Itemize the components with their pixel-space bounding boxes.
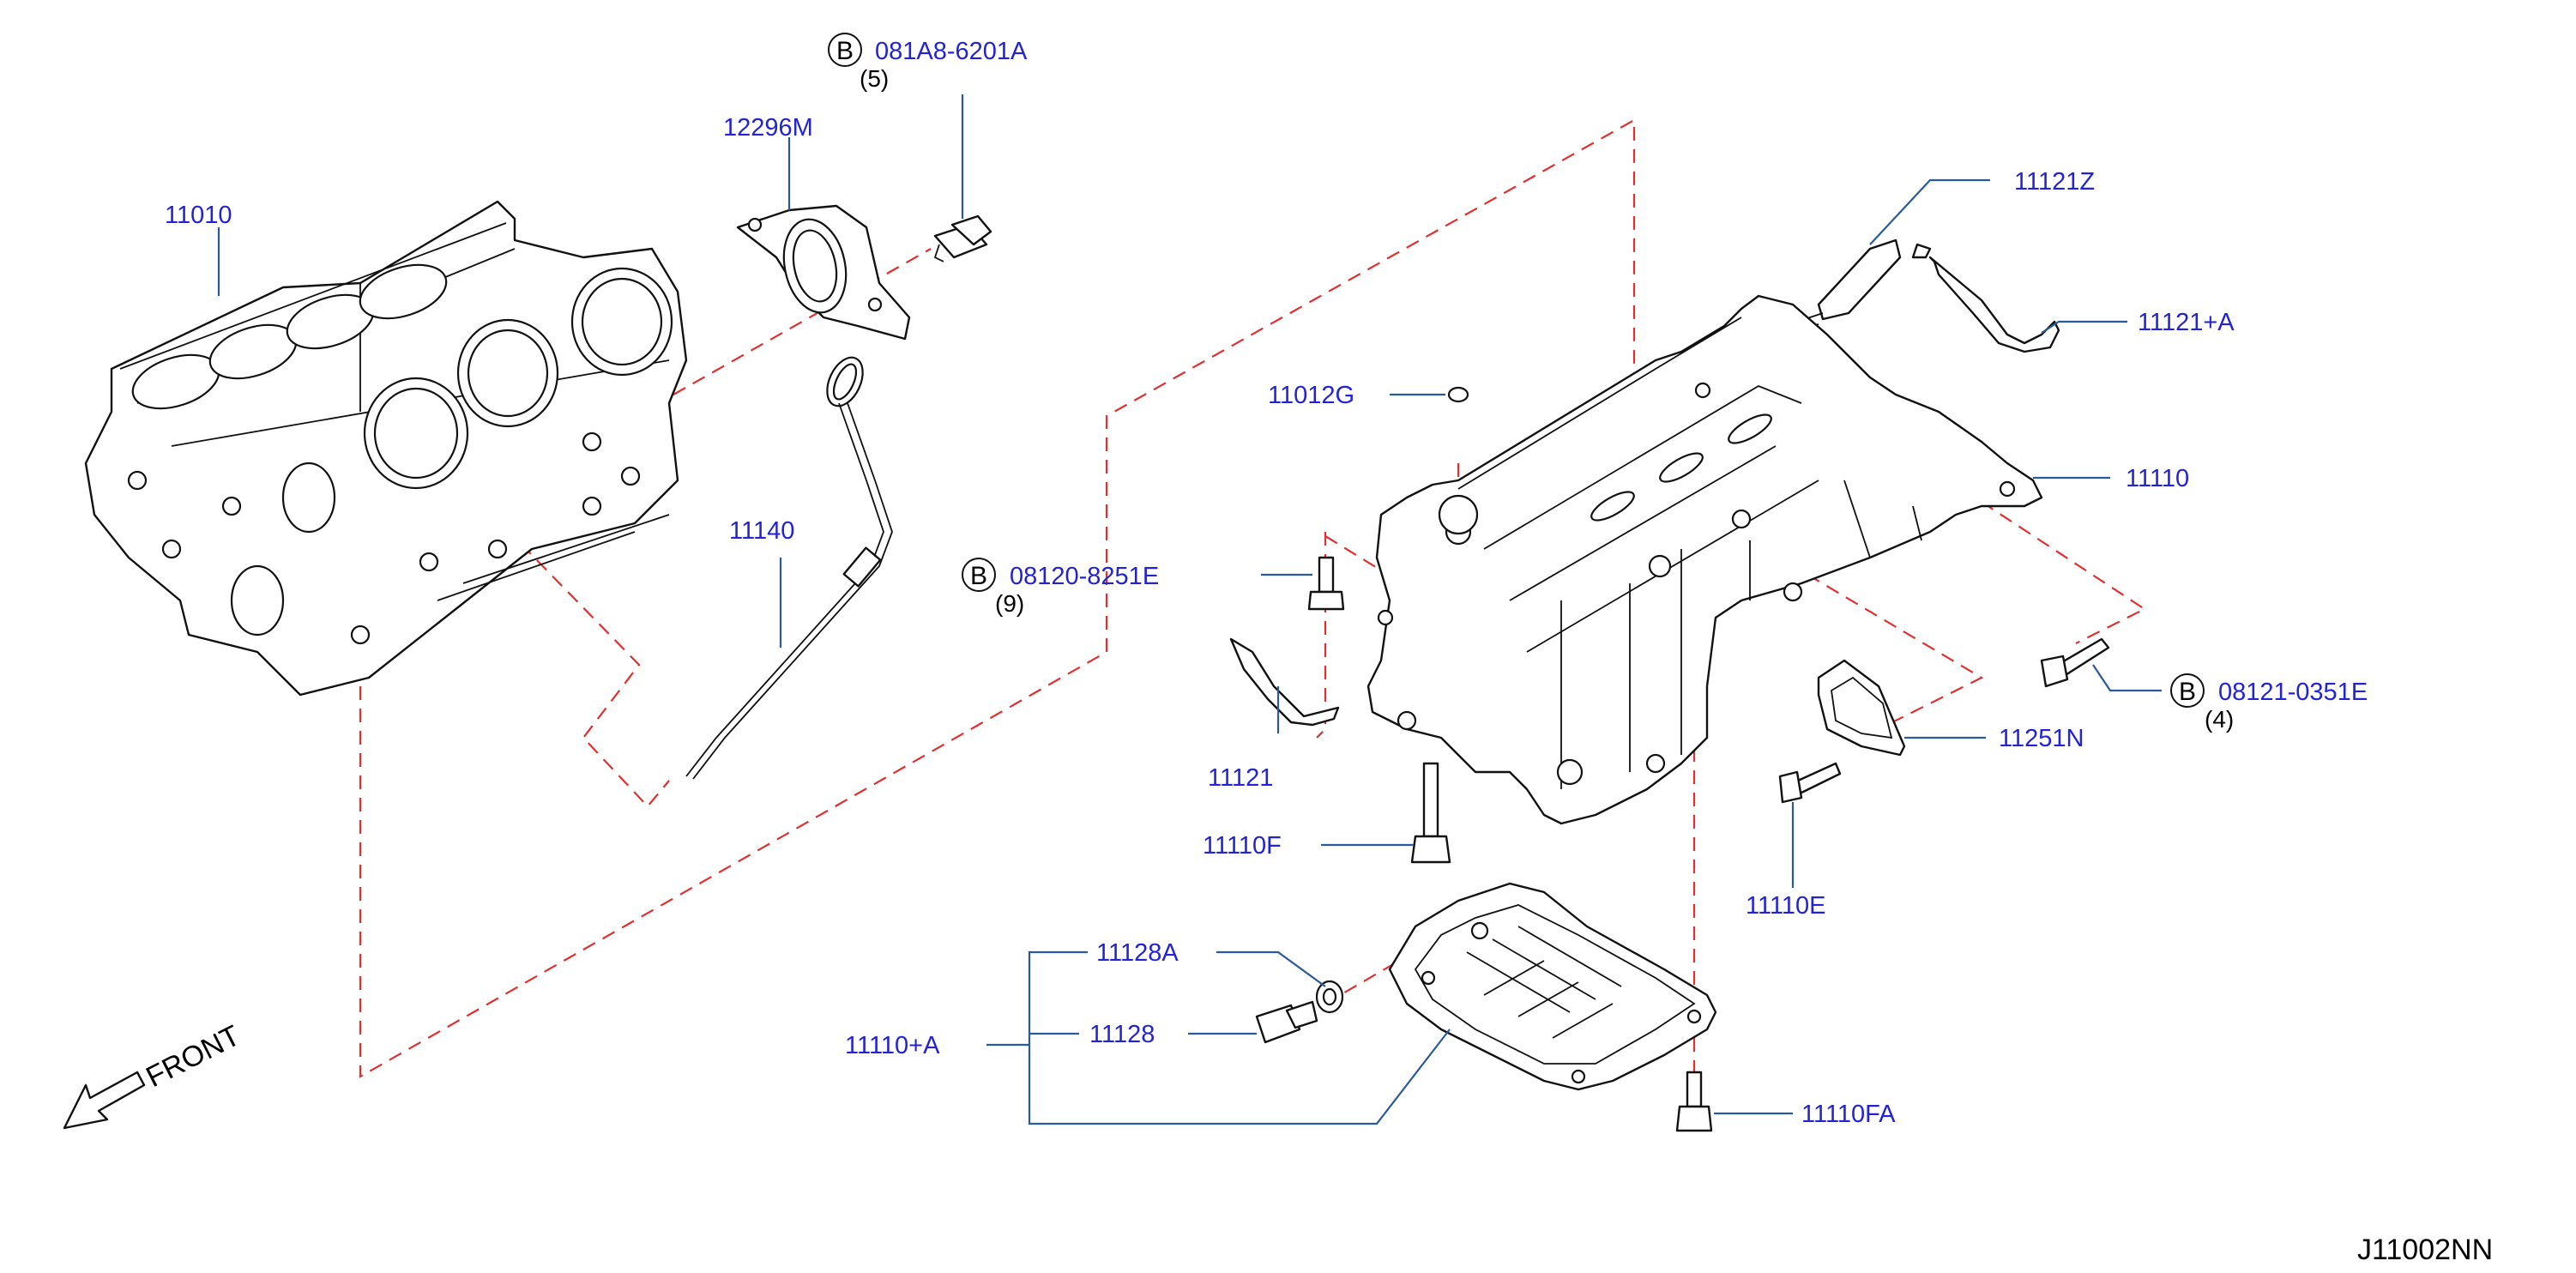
bolt-marker-08120-label: B: [970, 562, 987, 590]
upper-oil-pan-drawing: [1366, 294, 2043, 825]
leader-lines: [217, 94, 2162, 1125]
part-label-11121a[interactable]: 11121+A: [2138, 309, 2235, 336]
bolt-marker-08121-label: B: [2179, 678, 2196, 706]
part-label-12296m[interactable]: 12296M: [723, 114, 813, 142]
part-label-11110e[interactable]: 11110E: [1746, 892, 1826, 920]
bolt-marker-08120: B: [962, 558, 996, 592]
cylinder-block-drawing: [84, 200, 688, 697]
diagram-id: J11002NN: [2357, 1234, 2493, 1266]
part-label-08120-8251e[interactable]: 08120-8251E: [1010, 563, 1159, 590]
part-label-11010[interactable]: 11010: [165, 202, 232, 229]
bolt-11110e-drawing: [1778, 762, 1842, 804]
part-label-11251n[interactable]: 11251N: [1999, 725, 2084, 752]
bolt-11110f-drawing: [1410, 762, 1451, 864]
baffle-plate-drawing: [1229, 637, 1340, 727]
part-label-11110[interactable]: 11110: [2126, 465, 2189, 492]
cover-11251n-drawing: [1817, 659, 1906, 757]
qty-08121: (4): [2205, 706, 2234, 733]
qty-08120: (9): [995, 590, 1024, 617]
part-label-11110a[interactable]: 11110+A: [845, 1032, 940, 1059]
part-label-081a8-6201a[interactable]: 081A8-6201A: [875, 38, 1028, 65]
part-label-11110f[interactable]: 11110F: [1203, 832, 1282, 860]
front-direction-indicator: FRONT: [63, 1019, 245, 1130]
rear-oil-seal-retainer-drawing: [736, 204, 911, 341]
part-label-11121[interactable]: 11121: [1208, 764, 1273, 792]
oil-level-gauge-drawing: [685, 356, 893, 780]
bolt-marker-08121: B: [2170, 673, 2205, 708]
bolt-11110fa-drawing: [1675, 1071, 1713, 1132]
plug-11012g-drawing: [1447, 386, 1469, 403]
bolt-08120-drawing: [1307, 556, 1345, 611]
baffle-plate-a-drawing: [1911, 243, 2060, 353]
lower-oil-pan-drawing: [1388, 882, 1717, 1091]
qty-081a8: (5): [860, 65, 889, 92]
front-label: FRONT: [141, 1019, 245, 1094]
part-label-11012g[interactable]: 11012G: [1268, 382, 1354, 409]
drain-washer-drawing: [1315, 980, 1344, 1014]
bolt-081a8-drawing: [933, 214, 992, 262]
part-label-11140[interactable]: 11140: [729, 517, 794, 545]
bolt-marker-081a8: B: [828, 33, 862, 67]
part-label-11121z[interactable]: 11121Z: [2014, 168, 2095, 196]
part-label-11128a[interactable]: 11128A: [1096, 939, 1179, 967]
part-label-11128[interactable]: 11128: [1089, 1021, 1155, 1048]
bolt-08121-drawing: [2040, 637, 2110, 688]
part-label-11110fa[interactable]: 11110FA: [1801, 1101, 1896, 1128]
bolt-marker-081a8-label: B: [836, 37, 854, 65]
part-label-08121-0351e[interactable]: 08121-0351E: [2218, 679, 2368, 706]
oil-strainer-drawing: [1792, 238, 1902, 331]
part-number-labels: 11010 12296M 081A8-6201A (5) 11140 08120…: [165, 38, 2368, 1128]
drain-plug-drawing: [1255, 1000, 1318, 1044]
